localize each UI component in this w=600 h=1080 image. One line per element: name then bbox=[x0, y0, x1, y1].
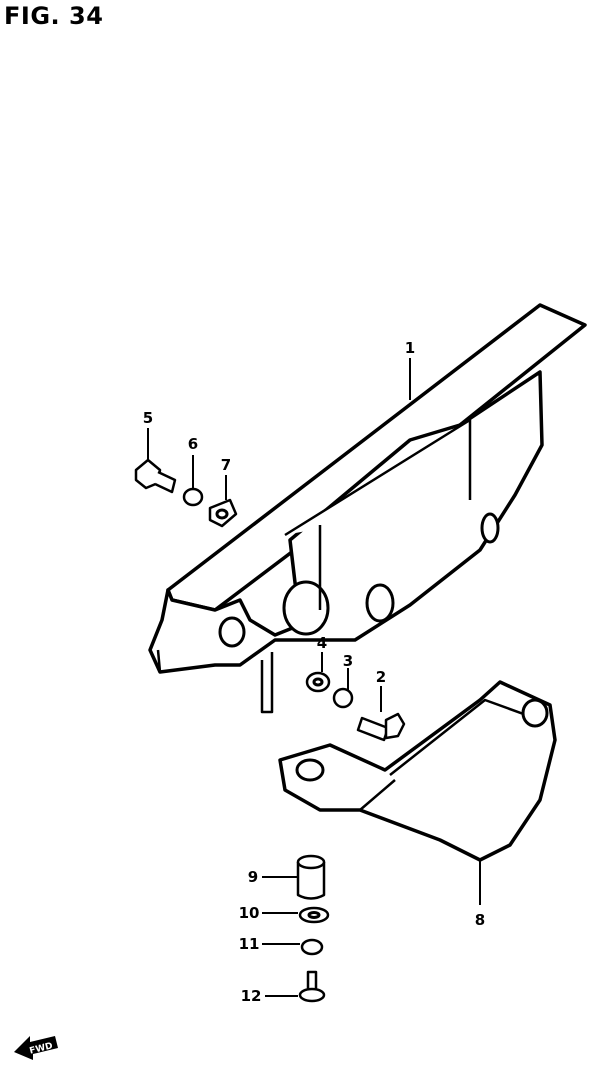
part-2-bolt bbox=[356, 712, 406, 742]
part-12-bolt bbox=[298, 970, 326, 1003]
part-1-chain-guard bbox=[148, 303, 587, 714]
forward-arrow-icon: FWD bbox=[14, 1036, 58, 1060]
callout-10: 10 bbox=[239, 904, 260, 922]
callout-3: 3 bbox=[343, 652, 353, 670]
callout-12: 12 bbox=[241, 987, 262, 1005]
callout-9: 9 bbox=[248, 868, 258, 886]
part-11-washer bbox=[300, 938, 324, 956]
callout-7: 7 bbox=[221, 456, 231, 474]
part-5-bolt bbox=[134, 458, 177, 494]
part-6-washer bbox=[182, 487, 204, 507]
part-10-washer bbox=[298, 906, 330, 924]
figure-title: FIG. 34 bbox=[4, 2, 104, 30]
part-9-collar bbox=[296, 854, 326, 900]
part-4-washer bbox=[305, 671, 331, 693]
callout-6: 6 bbox=[188, 435, 198, 453]
part-7-nut bbox=[208, 498, 238, 528]
part-8-lower-bracket bbox=[278, 680, 557, 862]
callout-11: 11 bbox=[239, 935, 260, 953]
part-3-washer bbox=[332, 687, 354, 709]
callout-8: 8 bbox=[475, 911, 485, 929]
callout-2: 2 bbox=[376, 668, 386, 686]
callout-4: 4 bbox=[317, 634, 327, 652]
callout-1: 1 bbox=[405, 339, 415, 357]
callout-5: 5 bbox=[143, 409, 153, 427]
